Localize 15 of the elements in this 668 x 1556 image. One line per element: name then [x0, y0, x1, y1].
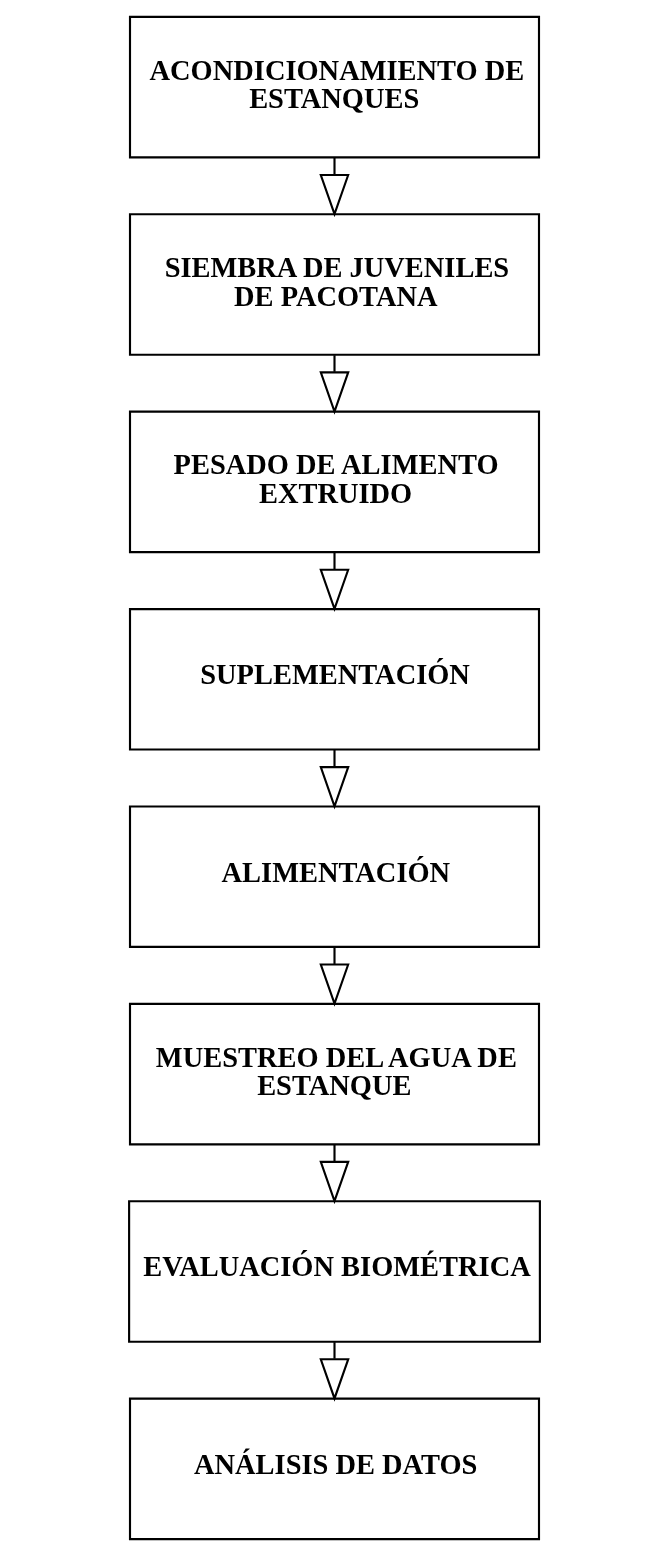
arrow — [318, 552, 350, 613]
node-box: ACONDICIONAMIENTO DE ESTANQUES — [128, 15, 540, 159]
node-box: EVALUACIÓN BIOMÉTRICA — [127, 1200, 541, 1343]
arrow — [318, 1144, 350, 1205]
node-box: SIEMBRA DE JUVENILES DE PACOTANA — [128, 213, 540, 356]
arrow — [318, 947, 350, 1007]
node-box: MUESTREO DEL AGUA DE ESTANQUE — [128, 1002, 540, 1146]
node-box: PESADO DE ALIMENTO EXTRUIDO — [128, 410, 540, 554]
arrow — [318, 749, 350, 810]
arrow — [318, 157, 350, 218]
node-box: ANÁLISIS DE DATOS — [128, 1397, 540, 1541]
arrow — [318, 355, 350, 415]
node-box: SUPLEMENTACIÓN — [128, 608, 540, 751]
node-box: ALIMENTACIÓN — [128, 805, 540, 948]
arrow — [318, 1342, 350, 1402]
